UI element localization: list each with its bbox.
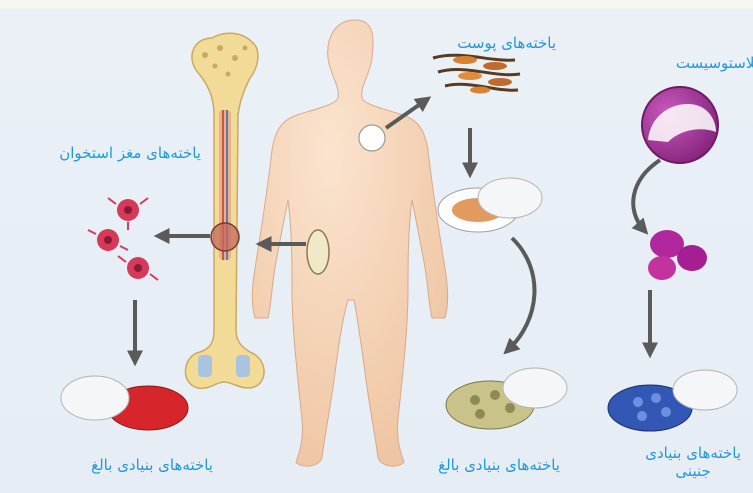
petri-dish-blue bbox=[608, 370, 737, 431]
embryonic-cells-cluster bbox=[648, 230, 707, 280]
label-skin-cells: یاخته‌های پوست bbox=[457, 34, 556, 52]
label-adult-stem-cells-left: یاخته‌های بنیادی بالغ bbox=[91, 456, 213, 474]
femur-bone bbox=[185, 33, 264, 388]
blastocyst-cell bbox=[642, 87, 718, 163]
label-adult-stem-cells-middle: یاخته‌های بنیادی بالغ bbox=[438, 456, 560, 474]
petri-dish-skin-cells bbox=[438, 178, 542, 232]
label-embryonic-stem-cells: یاخته‌های بنیادی جنینی bbox=[645, 444, 741, 480]
marrow-cells-cluster bbox=[88, 198, 158, 280]
skin-cells-cluster bbox=[433, 55, 520, 93]
skin-sample-marker bbox=[359, 125, 385, 151]
petri-dish-olive bbox=[446, 368, 567, 429]
hip-sample-marker bbox=[307, 230, 329, 274]
petri-dish-red bbox=[61, 376, 188, 430]
label-bone-marrow-cells: یاخته‌های مغز استخوان bbox=[59, 144, 201, 162]
label-blastocyst: بلاستوسیست bbox=[676, 54, 753, 72]
label-embryonic-line2: جنینی bbox=[645, 462, 741, 480]
label-embryonic-line1: یاخته‌های بنیادی bbox=[645, 444, 741, 462]
